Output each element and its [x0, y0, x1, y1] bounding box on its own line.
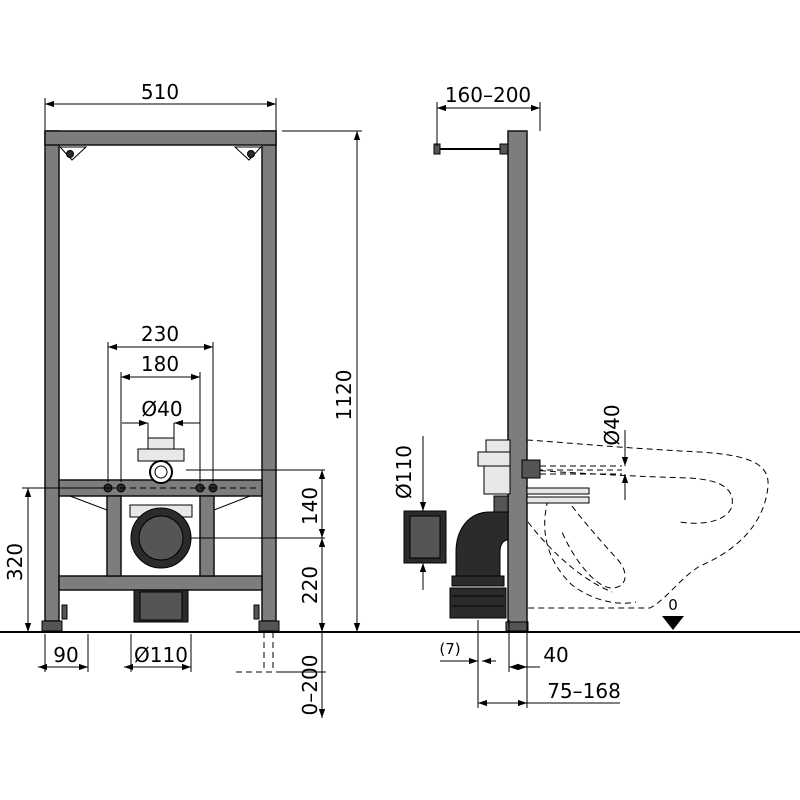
dim-dia-110-side: Ø110 — [392, 445, 416, 499]
dim-140: 140 — [298, 487, 322, 525]
dim-floor-zero: 0 — [668, 596, 678, 614]
dim-160-200: 160–200 — [445, 83, 531, 107]
dim-gap-7: (7) — [439, 640, 460, 658]
toilet-bowl-outline — [526, 439, 769, 609]
dim-320: 320 — [3, 543, 27, 581]
dim-dia-40-side: Ø40 — [600, 404, 624, 445]
dim-230: 230 — [141, 322, 179, 346]
right-post — [261, 130, 277, 622]
dim-75-168: 75–168 — [547, 679, 621, 703]
dim-90: 90 — [53, 643, 78, 667]
left-post — [44, 130, 60, 622]
inner-support-left — [106, 495, 122, 577]
dim-dia-40-front: Ø40 — [141, 397, 182, 421]
inner-support-right — [199, 495, 215, 577]
top-rail — [44, 130, 277, 146]
side-post — [507, 130, 528, 624]
dim-180: 180 — [141, 352, 179, 376]
outlet-110-front — [129, 504, 193, 623]
bottom-rail — [58, 575, 263, 591]
front-dimensions: 510 230 180 Ø40 1120 140 220 0–200 — [3, 80, 362, 718]
drain-elbow-110 — [455, 511, 509, 579]
front-view — [41, 130, 325, 673]
dim-1120: 1120 — [332, 370, 356, 421]
side-dimensions: 160–200 Ø110 Ø40 0 (7) 40 75–168 — [392, 83, 684, 708]
dim-220: 220 — [298, 566, 322, 604]
dim-510: 510 — [141, 80, 179, 104]
dim-40: 40 — [543, 643, 568, 667]
dim-dia-110-front: Ø110 — [134, 643, 188, 667]
side-view — [403, 130, 769, 632]
inlet-40-front — [147, 437, 175, 451]
dim-0-200: 0–200 — [298, 655, 322, 716]
floor-level-marker-icon — [662, 616, 684, 630]
